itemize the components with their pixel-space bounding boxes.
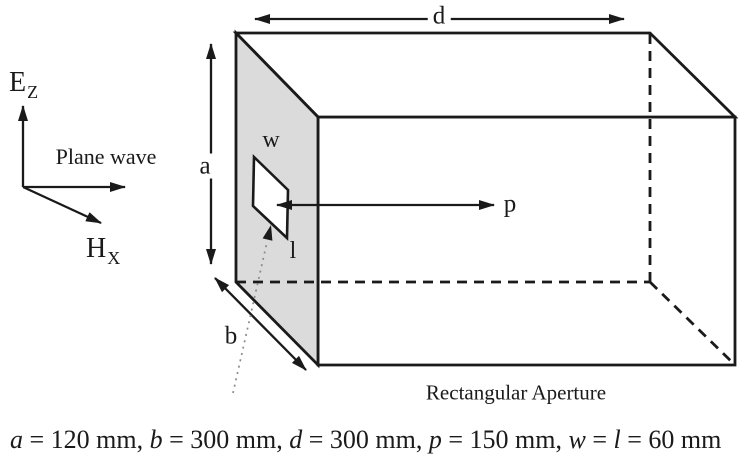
box-top-face	[232, 31, 739, 119]
plane-wave-label: Plane wave	[55, 144, 157, 169]
dim-label-a: a	[194, 153, 216, 179]
hidden-edge-bottom-right-diagonal	[649, 280, 734, 365]
caption-seg-w: =	[585, 425, 614, 454]
caption-var-w: w	[568, 425, 586, 454]
dim-label-b: b	[224, 322, 238, 350]
probe-label-p: p	[503, 190, 517, 218]
hx-label-main: H	[86, 233, 107, 264]
caption-var-b: b	[149, 425, 163, 454]
caption-seg-p: = 150 mm,	[441, 425, 569, 454]
caption-seg-b: = 300 mm,	[162, 425, 290, 454]
dim-arrow-b	[214, 277, 307, 371]
hx-label-sub: X	[107, 248, 121, 268]
dimensions-caption: a = 120 mm, b = 300 mm, d = 300 mm, p = …	[10, 425, 722, 455]
caption-seg-d: = 300 mm,	[302, 425, 429, 454]
caption-var-l: l	[613, 425, 621, 454]
dim-label-d: d	[427, 3, 451, 29]
ez-label-main: E	[9, 67, 27, 98]
caption-var-p: p	[428, 425, 442, 454]
aperture-caption: Rectangular Aperture	[425, 380, 607, 405]
box-front-face	[316, 115, 737, 367]
axis-arrow-hx	[22, 185, 102, 225]
ez-label: EZ	[9, 67, 38, 102]
dim-label-w: w	[262, 127, 280, 153]
ez-label-sub: Z	[27, 82, 39, 102]
aperture-leader-arrowhead	[262, 225, 273, 241]
caption-var-d: d	[289, 425, 303, 454]
aperture-opening	[251, 153, 290, 241]
dim-label-l: l	[289, 238, 297, 264]
hx-label: HX	[86, 233, 120, 268]
caption-var-a: a	[10, 425, 23, 454]
caption-seg-a: = 120 mm,	[23, 425, 150, 454]
caption-seg-l: = 60 mm	[620, 425, 722, 454]
